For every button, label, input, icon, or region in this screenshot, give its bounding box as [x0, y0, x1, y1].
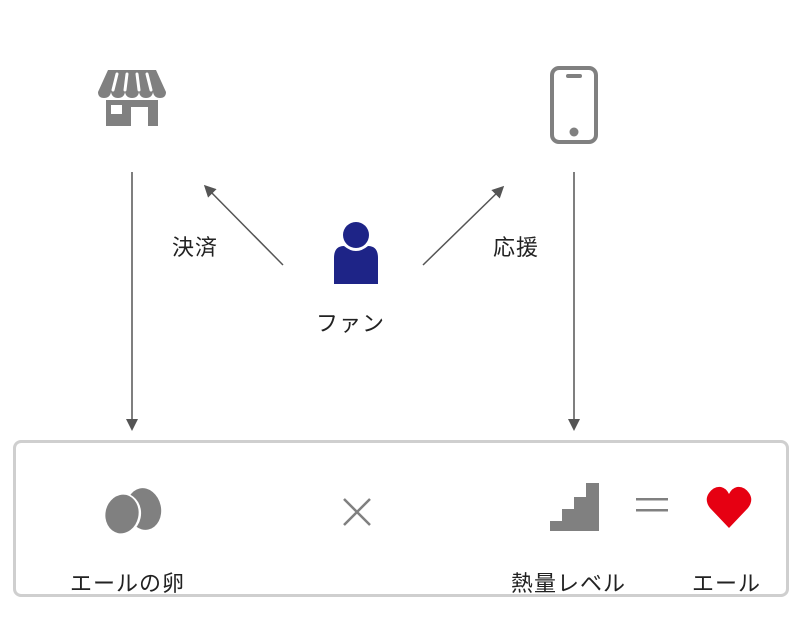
store-icon	[98, 70, 166, 126]
fan-to-store-arrow	[203, 184, 284, 266]
smartphone-icon	[550, 66, 598, 144]
eggs-icon	[102, 486, 164, 536]
equals-icon	[636, 496, 668, 514]
support-label: 応援	[493, 236, 540, 261]
result-box	[13, 440, 789, 597]
stairs-icon	[550, 483, 599, 531]
egg-label: エールの卵	[70, 572, 186, 597]
multiply-icon	[342, 497, 372, 527]
level-label: 熱量レベル	[511, 572, 627, 597]
person-icon	[334, 220, 378, 284]
fan-label: ファン	[316, 312, 386, 337]
heart-icon	[706, 486, 752, 528]
fan-to-phone-arrow	[422, 185, 505, 266]
yell-label: エール	[692, 572, 762, 597]
payment-label: 決済	[172, 236, 219, 261]
